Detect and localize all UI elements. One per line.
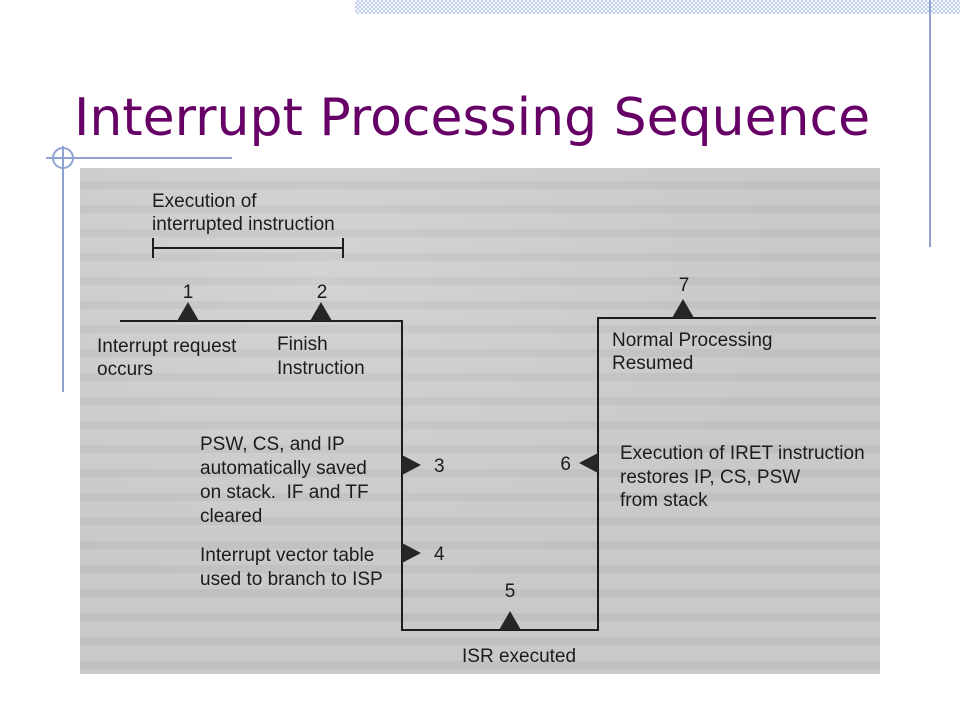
step-2-label: Finish [277,334,328,355]
step-7-label: Normal Processing [612,330,773,351]
step-3-triangle-icon [402,455,421,475]
step-2-number: 2 [317,282,328,303]
step-6-number: 6 [560,454,571,475]
step-7-triangle-icon [672,299,694,318]
title-underline [46,157,232,159]
step-1-label: Interrupt request [97,336,237,357]
step-7-label: Resumed [612,353,693,374]
slide-title: Interrupt Processing Sequence [74,88,871,148]
title-bar-pattern [355,0,960,14]
step-5-triangle-icon [499,611,521,630]
step-6-label: from stack [620,490,708,511]
step-6-label: Execution of IRET instruction [620,443,865,464]
accent-ring-icon [52,147,74,169]
step-4-triangle-icon [402,543,421,563]
step-2-label: Instruction [277,358,365,379]
step-7-number: 7 [679,275,690,296]
step-3-number: 3 [434,456,445,477]
step-4-label: Interrupt vector table [200,545,374,566]
step-6-triangle-icon [579,453,598,473]
right-accent-line [929,0,931,247]
step-4-number: 4 [434,544,445,565]
step-1-number: 1 [183,282,194,303]
step-3-label: automatically saved [200,458,367,479]
scanned-figure-background [80,168,880,674]
step-3-label: PSW, CS, and IP [200,434,345,455]
step-5-number: 5 [505,581,516,602]
interrupted-instruction-label: interrupted instruction [152,214,335,235]
step-3-label: cleared [200,506,262,527]
left-accent-line [62,146,64,392]
step-3-label: on stack. IF and TF [200,482,369,503]
step-1-label: occurs [97,359,153,380]
step-1-triangle-icon [177,302,199,321]
step-5-label: ISR executed [462,646,576,667]
step-6-label: restores IP, CS, PSW [620,467,800,488]
step-4-label: used to branch to ISP [200,569,383,590]
step-2-triangle-icon [310,302,332,321]
interrupted-span-bracket [152,238,344,258]
interrupted-instruction-label: Execution of [152,191,257,212]
